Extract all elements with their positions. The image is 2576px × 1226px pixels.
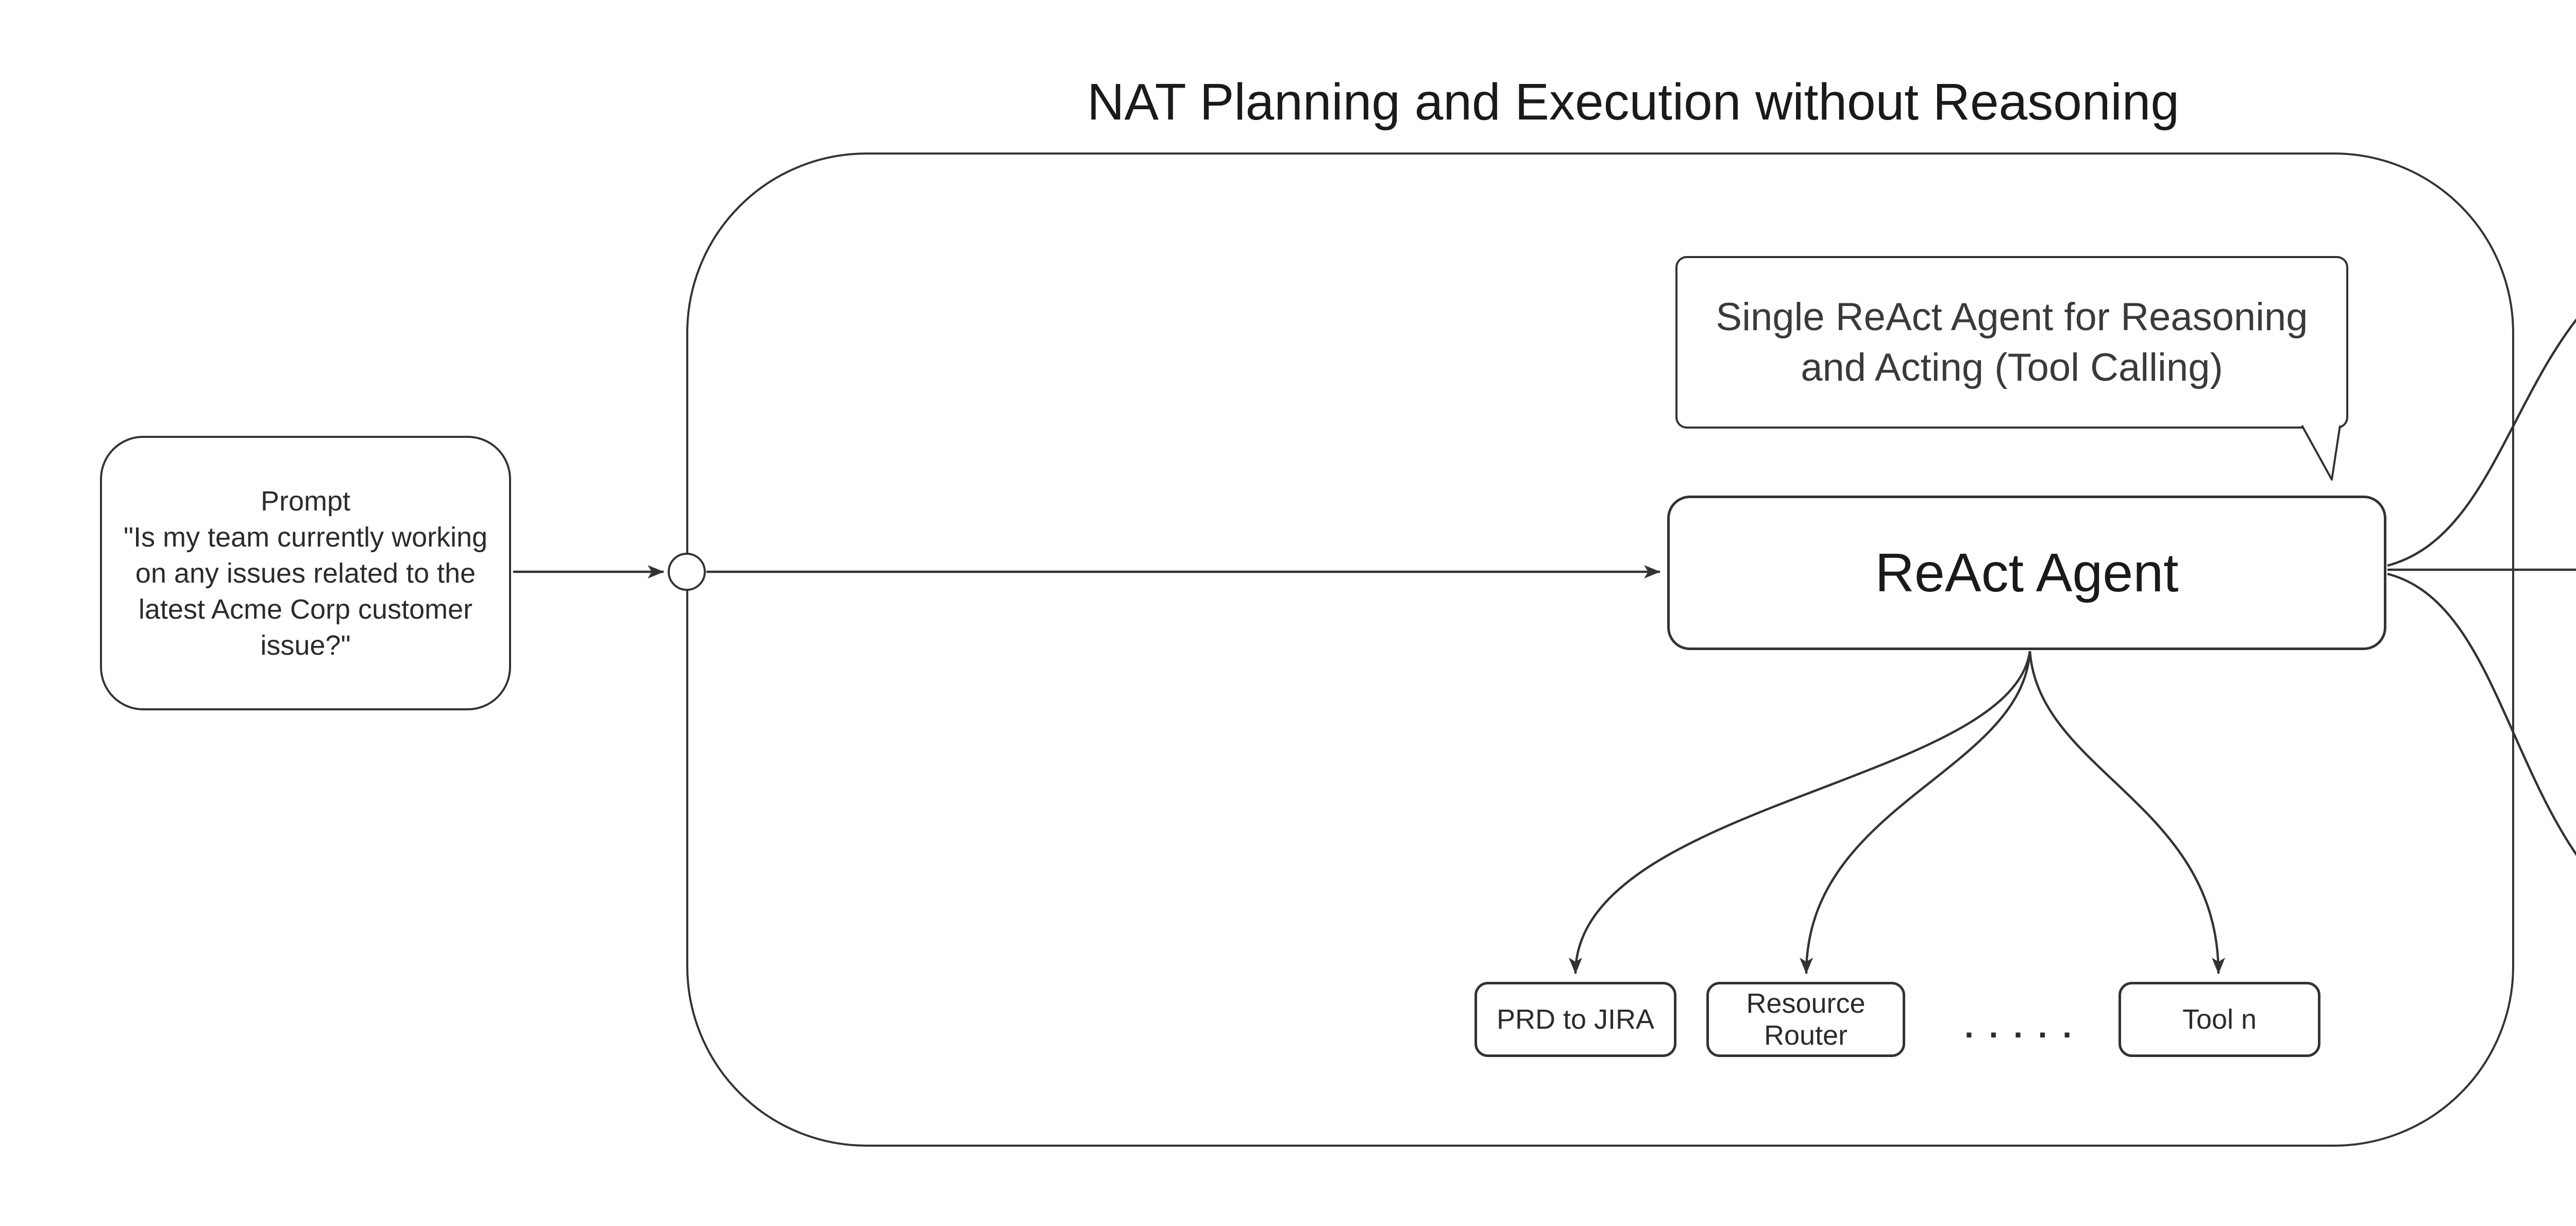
react-agent-callout: Single ReAct Agent for Reasoning and Act…	[1675, 256, 2348, 429]
tool-label: Tool n	[2182, 1004, 2257, 1035]
arrow-react-to-tool-router	[1800, 651, 2031, 974]
arrow-react-to-tool-n	[2028, 651, 2225, 974]
react-agent-label: ReAct Agent	[1875, 542, 2179, 603]
arrow-react-to-failure-octagon	[2387, 572, 2576, 856]
tool-label: PRD to JIRA	[1496, 1004, 1655, 1035]
prompt-body: "Is my team currently working on any iss…	[123, 521, 488, 661]
tools-ellipsis: . . . . .	[1964, 1008, 2075, 1045]
arrow-react-to-tool-prd	[1569, 651, 2031, 974]
prompt-box: Prompt "Is my team currently working on …	[100, 436, 511, 710]
tool-box-tool-n: Tool n	[2119, 982, 2320, 1057]
prompt-heading: Prompt	[260, 485, 351, 517]
react-agent-box: ReAct Agent	[1667, 496, 2386, 650]
tool-label: Resource Router	[1746, 988, 1866, 1051]
diagram-title: NAT Planning and Execution without Reaso…	[1087, 73, 2179, 131]
callout-tail	[2301, 425, 2341, 481]
junction-circle	[668, 553, 706, 591]
arrow-react-to-correct-answer	[2387, 318, 2576, 567]
callout-text: Single ReAct Agent for Reasoning and Act…	[1716, 295, 2308, 389]
tool-box-prd-to-jira: PRD to JIRA	[1475, 982, 1676, 1057]
tool-box-resource-router: Resource Router	[1706, 982, 1905, 1057]
